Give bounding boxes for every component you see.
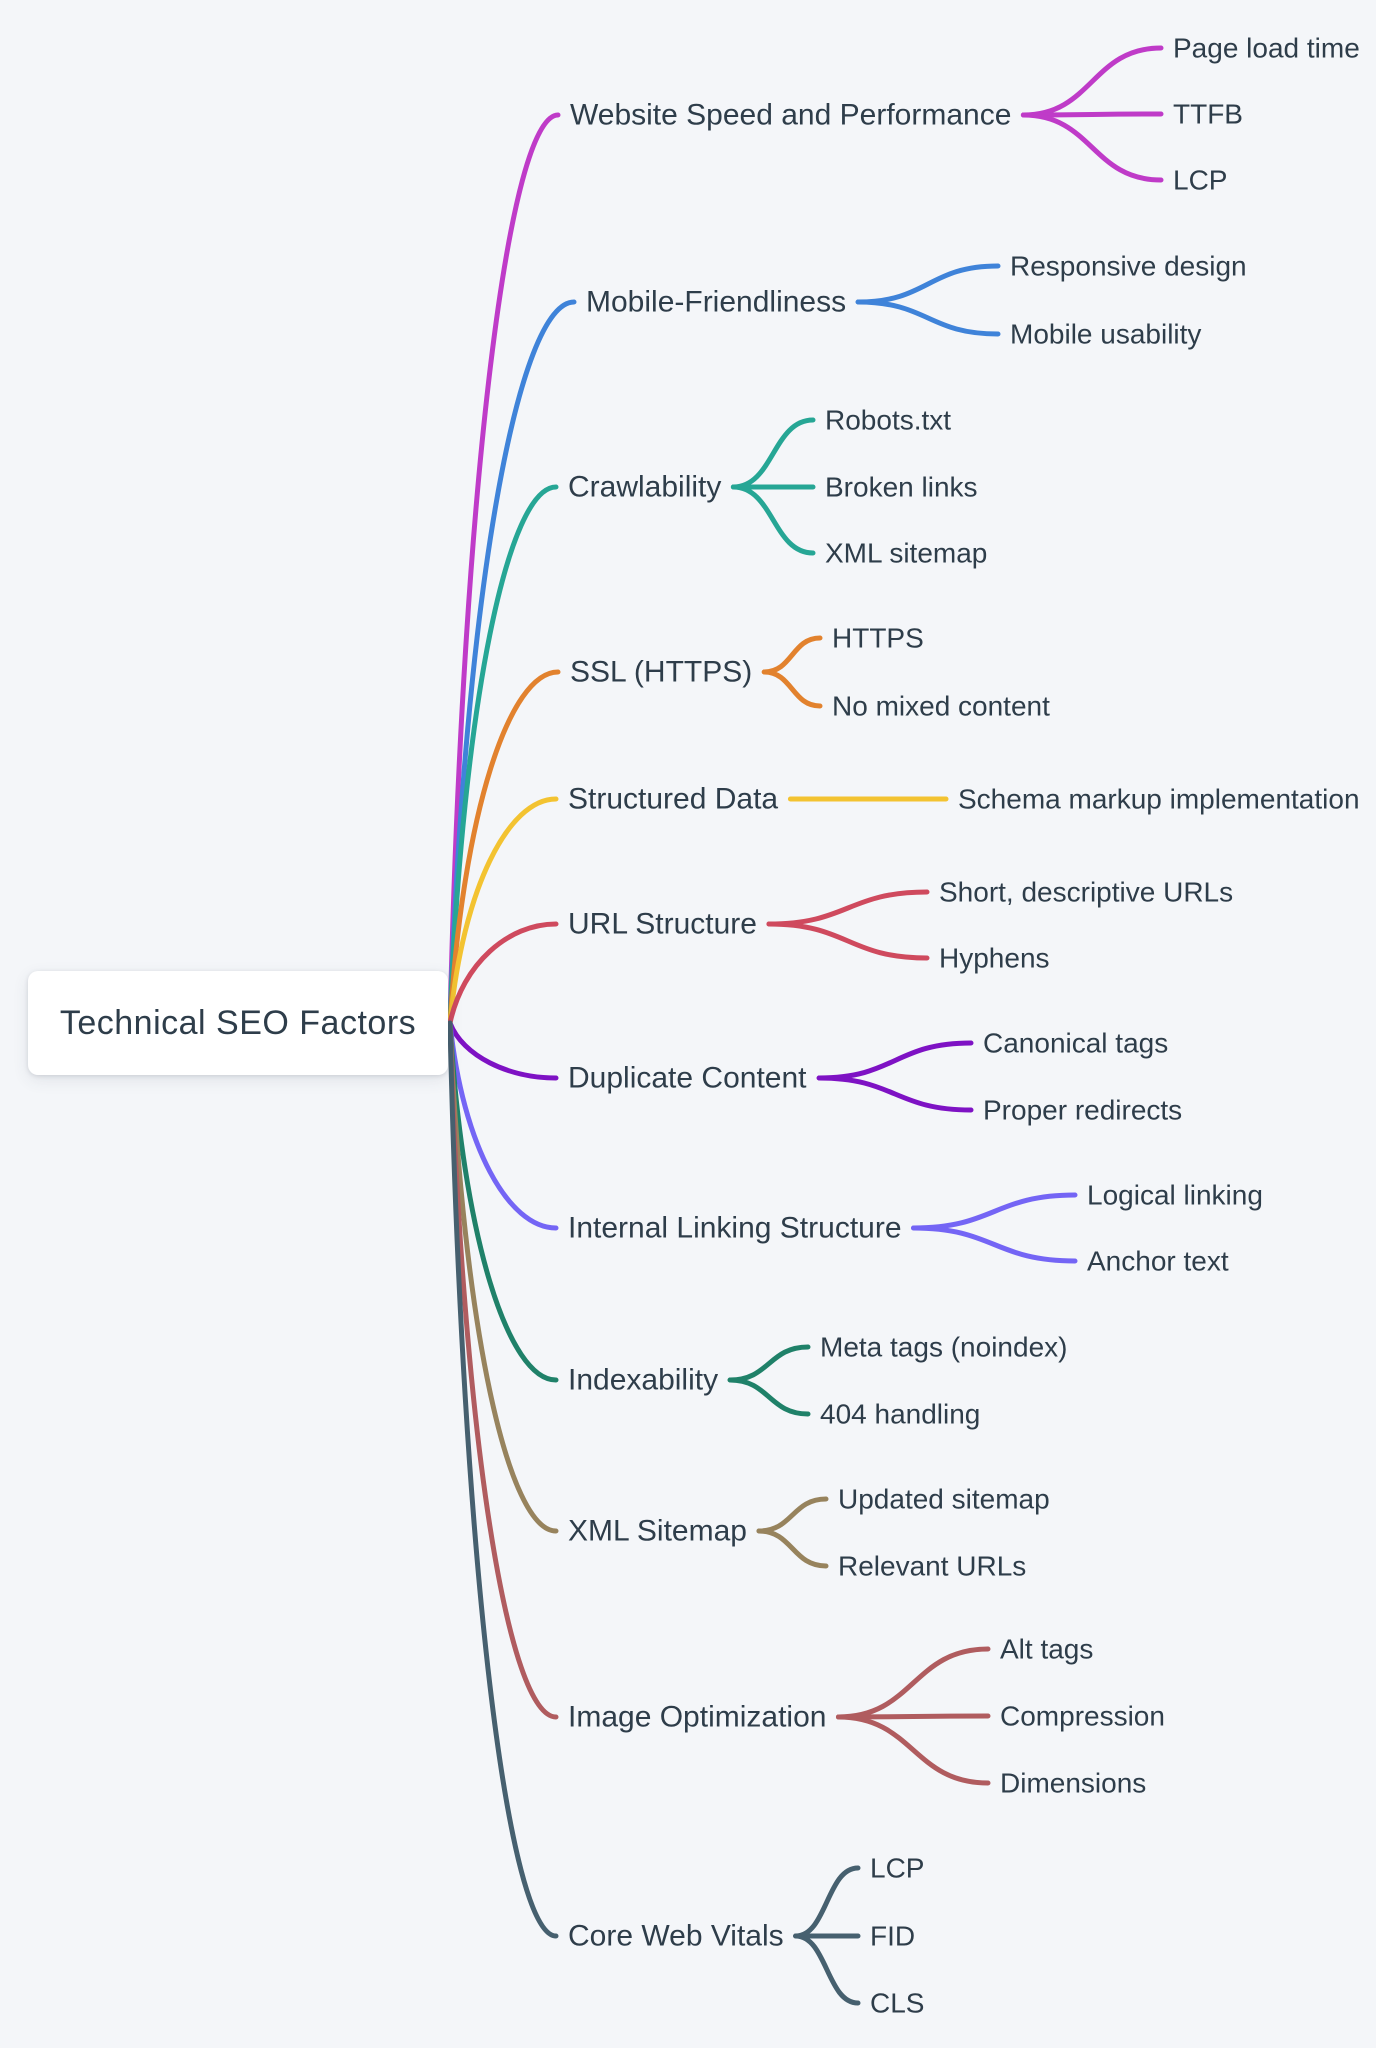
child-label-no-mixed-content[interactable]: No mixed content (832, 691, 1050, 722)
branch-label-mobile-friendliness[interactable]: Mobile-Friendliness (586, 286, 846, 319)
child-link-404-handling (727, 1377, 811, 1417)
child-label-proper-redirects[interactable]: Proper redirects (983, 1095, 1182, 1126)
root-link-core-web-vitals (447, 1020, 559, 1939)
child-label-dimensions[interactable]: Dimensions (1000, 1768, 1146, 1799)
branch-label-internal-linking-structure[interactable]: Internal Linking Structure (568, 1212, 902, 1245)
root-link-duplicate-content (447, 1020, 559, 1081)
root-link-url-structure (447, 921, 559, 1026)
child-link-robots-txt (730, 417, 816, 490)
child-label-updated-sitemap[interactable]: Updated sitemap (838, 1484, 1050, 1515)
branch-label-indexability[interactable]: Indexability (568, 1364, 718, 1397)
child-label-broken-links[interactable]: Broken links (825, 472, 978, 503)
child-label-short-descriptive-urls[interactable]: Short, descriptive URLs (939, 877, 1233, 908)
child-label-cls[interactable]: CLS (870, 1988, 924, 2019)
child-label-xml-sitemap[interactable]: XML sitemap (825, 538, 987, 569)
child-link-proper-redirects (816, 1075, 974, 1113)
labels-layer: Website Speed and Performance Page load t… (568, 33, 1360, 2019)
child-label-alt-tags[interactable]: Alt tags (1000, 1634, 1093, 1665)
child-label-logical-linking[interactable]: Logical linking (1087, 1180, 1263, 1211)
child-label-relevant-urls[interactable]: Relevant URLs (838, 1551, 1026, 1582)
child-link-xml-sitemap (730, 484, 816, 556)
child-link-updated-sitemap (756, 1496, 829, 1534)
child-label-robots-txt[interactable]: Robots.txt (825, 405, 951, 436)
child-label-schema-markup-implementation[interactable]: Schema markup implementation (958, 784, 1360, 815)
child-link-anchor-text (911, 1225, 1078, 1264)
branch-label-image-optimization[interactable]: Image Optimization (568, 1701, 826, 1734)
child-link-mobile-usability (855, 299, 1001, 337)
child-label-responsive-design[interactable]: Responsive design (1010, 251, 1247, 282)
child-link-canonical-tags (816, 1040, 974, 1081)
child-label-meta-tags-noindex[interactable]: Meta tags (noindex) (820, 1332, 1067, 1363)
child-label-compression[interactable]: Compression (1000, 1701, 1165, 1732)
branch-label-duplicate-content[interactable]: Duplicate Content (568, 1062, 807, 1095)
root-link-indexability (447, 1020, 559, 1383)
child-link-short-descriptive-urls (766, 889, 930, 927)
branch-label-xml-sitemap[interactable]: XML Sitemap (568, 1515, 747, 1548)
child-link-lcp (1020, 112, 1164, 183)
child-label-404-handling[interactable]: 404 handling (820, 1399, 980, 1430)
child-label-lcp[interactable]: LCP (870, 1853, 924, 1884)
root-link-website-speed-and-performance (447, 112, 561, 1026)
branch-label-website-speed-and-performance[interactable]: Website Speed and Performance (570, 99, 1011, 132)
root-link-xml-sitemap (447, 1020, 559, 1534)
child-label-fid[interactable]: FID (870, 1921, 915, 1952)
child-link-relevant-urls (756, 1528, 829, 1569)
root-link-ssl-https (447, 669, 561, 1026)
root-node[interactable]: Technical SEO Factors (28, 971, 448, 1075)
child-link-dimensions (835, 1714, 991, 1786)
child-link-responsive-design (855, 263, 1001, 305)
child-label-anchor-text[interactable]: Anchor text (1087, 1246, 1229, 1277)
child-link-https (761, 635, 823, 675)
child-link-no-mixed-content (761, 669, 823, 709)
branch-label-crawlability[interactable]: Crawlability (568, 471, 721, 504)
child-link-page-load-time (1020, 45, 1164, 118)
child-label-https[interactable]: HTTPS (832, 623, 924, 654)
root-link-structured-data (447, 796, 559, 1026)
branch-label-structured-data[interactable]: Structured Data (568, 783, 778, 816)
root-link-internal-linking-structure (447, 1020, 559, 1231)
root-link-crawlability (447, 484, 559, 1026)
child-link-logical-linking (911, 1192, 1078, 1231)
branch-label-ssl-https[interactable]: SSL (HTTPS) (570, 656, 752, 689)
child-label-ttfb[interactable]: TTFB (1173, 99, 1243, 130)
child-link-meta-tags-noindex (727, 1344, 811, 1383)
branch-label-url-structure[interactable]: URL Structure (568, 908, 757, 941)
child-label-mobile-usability[interactable]: Mobile usability (1010, 319, 1201, 350)
links-layer (447, 45, 1164, 2006)
child-label-canonical-tags[interactable]: Canonical tags (983, 1028, 1168, 1059)
root-node-label: Technical SEO Factors (59, 1003, 417, 1042)
child-link-lcp (793, 1865, 861, 1939)
child-label-hyphens[interactable]: Hyphens (939, 943, 1050, 974)
child-link-alt-tags (835, 1646, 991, 1720)
child-label-lcp[interactable]: LCP (1173, 165, 1227, 196)
child-label-page-load-time[interactable]: Page load time (1173, 33, 1360, 64)
child-link-cls (793, 1933, 861, 2006)
branch-label-core-web-vitals[interactable]: Core Web Vitals (568, 1920, 784, 1953)
child-link-hyphens (766, 921, 930, 961)
